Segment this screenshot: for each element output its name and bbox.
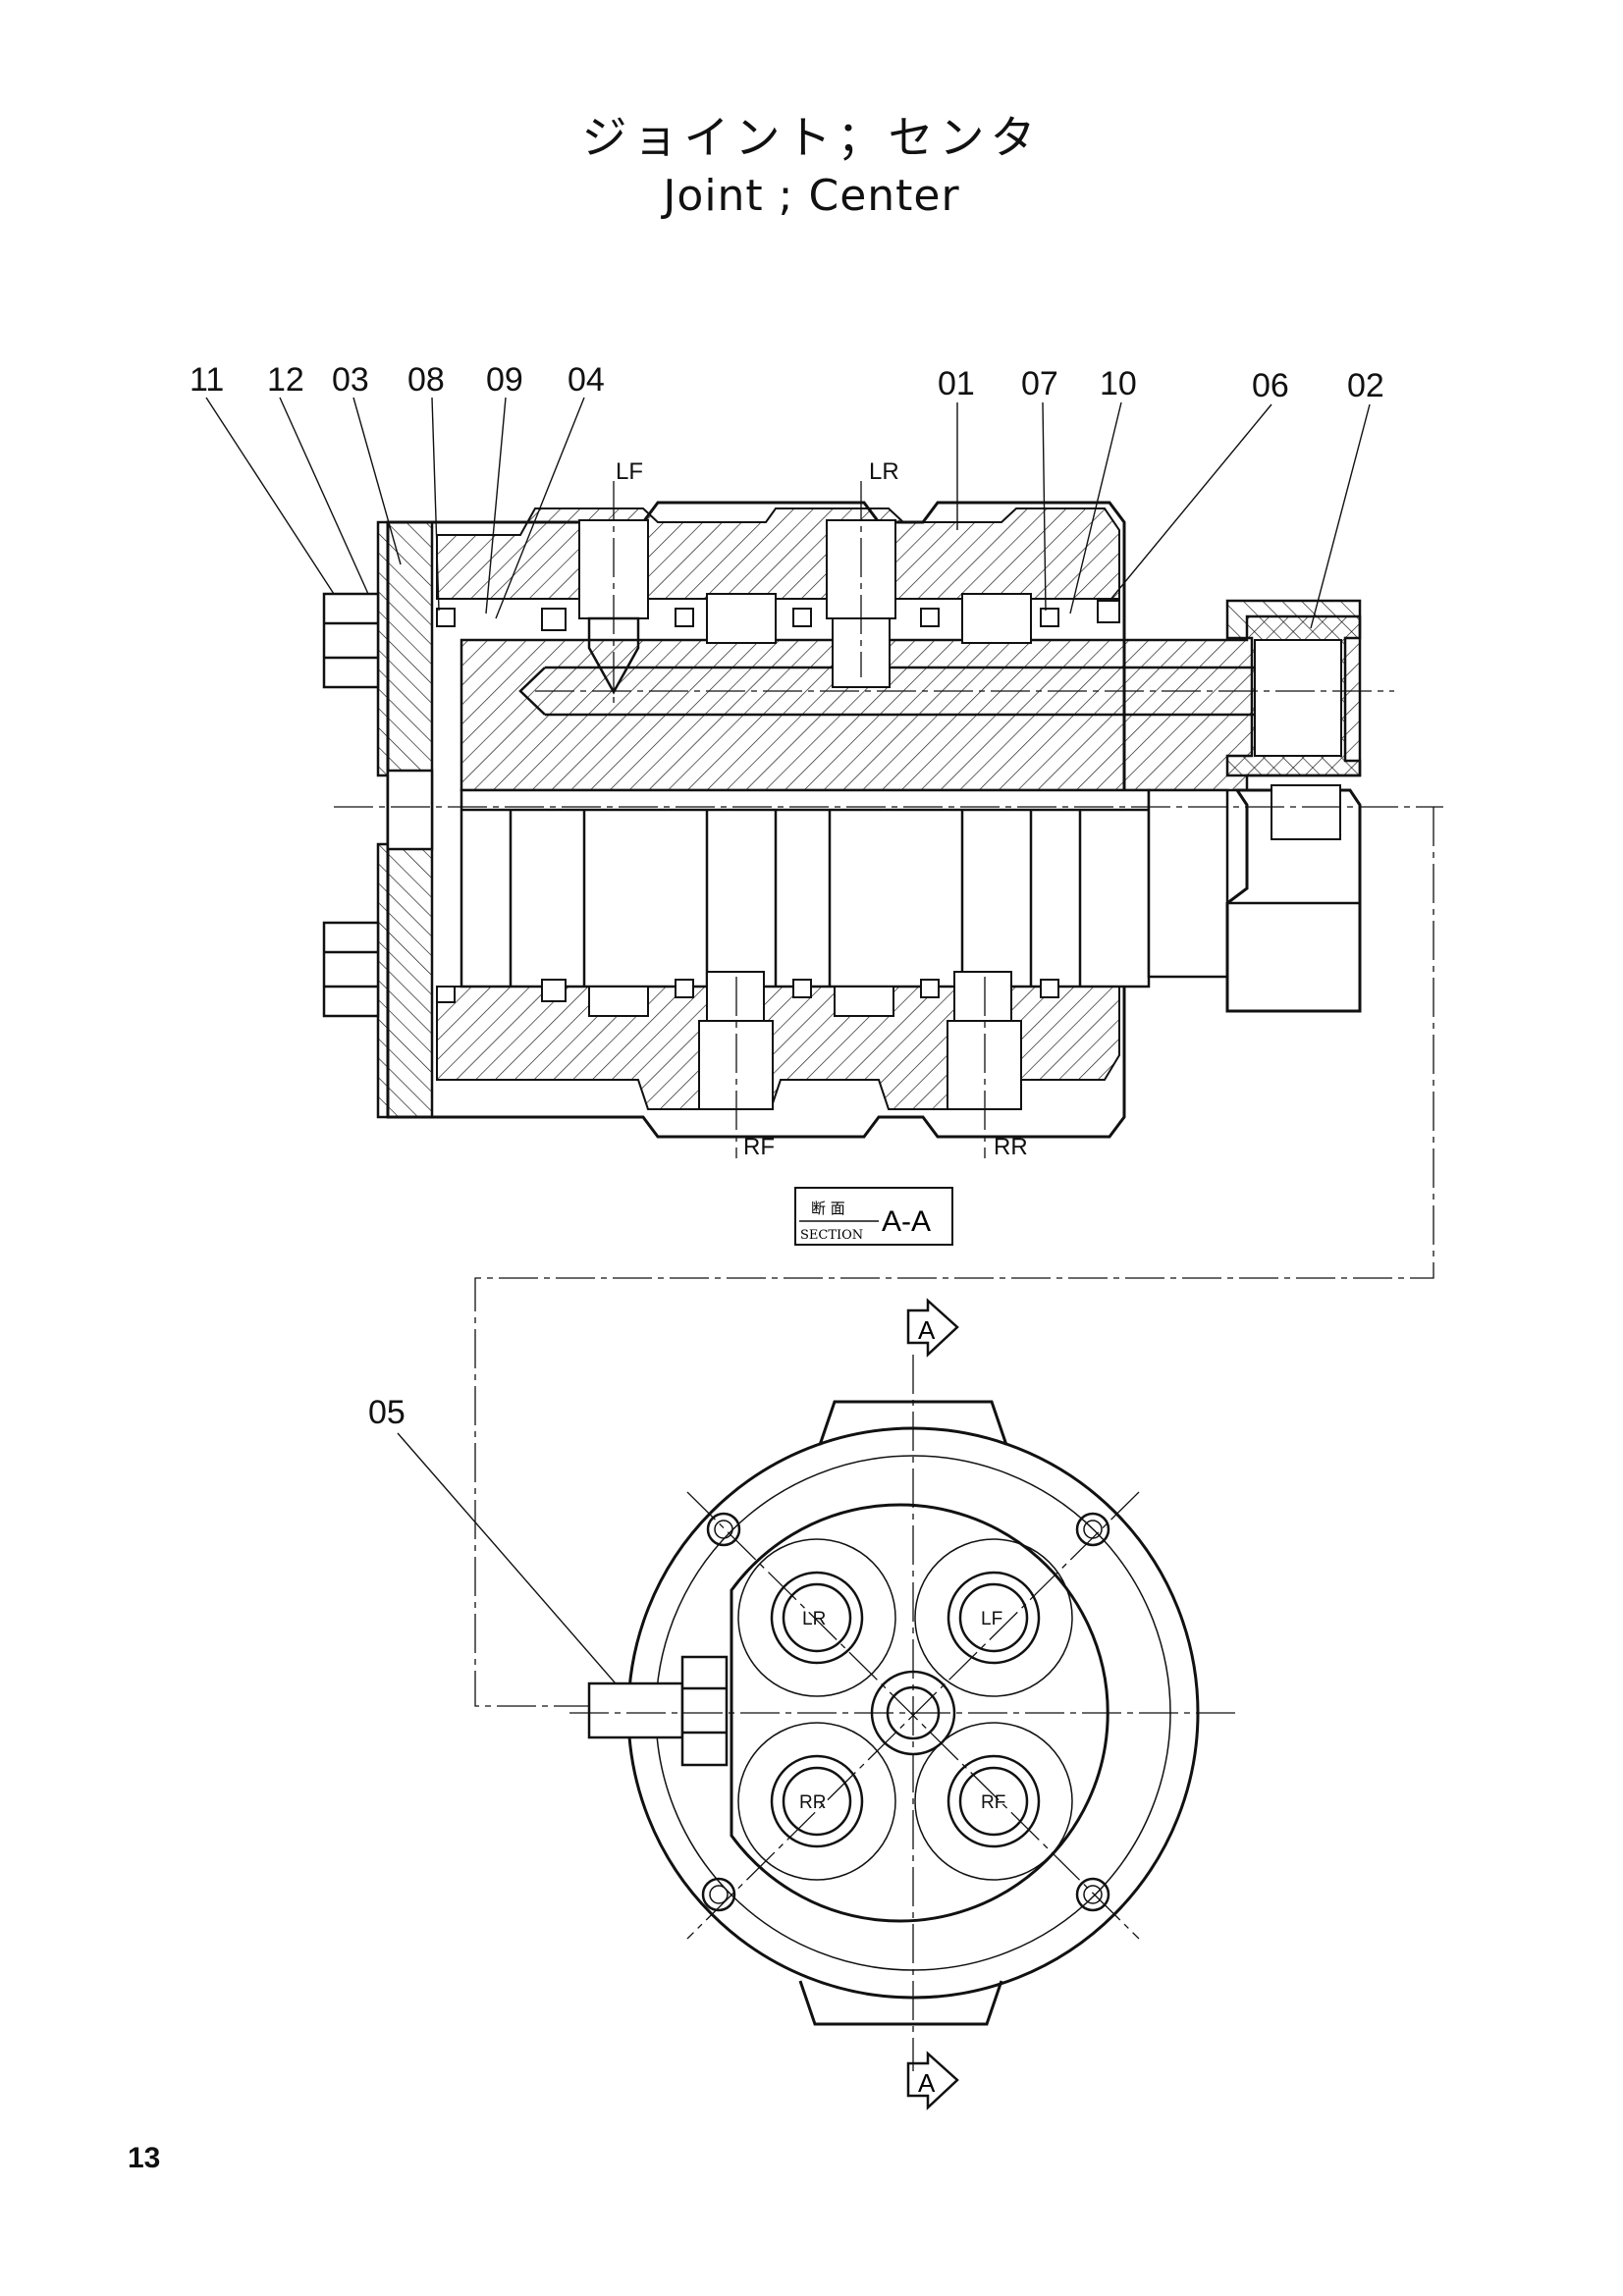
end-view-port-lr: LR xyxy=(802,1609,826,1629)
right-block-plug xyxy=(1271,784,1341,840)
section-box: 断 面 SECTION A-A xyxy=(794,1187,953,1246)
section-box-japanese: 断 面 xyxy=(811,1200,845,1217)
diag-centerline-2 xyxy=(686,1491,1140,1940)
port-fitting-lf xyxy=(947,1571,1041,1665)
part-label-01: 01 xyxy=(938,365,975,402)
fitting-02-bore xyxy=(1254,639,1342,757)
part-label-04: 04 xyxy=(568,361,605,399)
rf-drill-stem xyxy=(706,971,765,1022)
port-fitting-rf xyxy=(947,1754,1041,1848)
end-cover-plug xyxy=(386,769,434,851)
section-box-english: SECTION xyxy=(800,1228,863,1243)
title-block: ジョイント；センタ Joint ; Center xyxy=(0,108,1623,226)
spindle-upper xyxy=(460,614,1362,792)
part-label-10: 10 xyxy=(1100,365,1137,402)
boss-lr xyxy=(737,1538,896,1697)
boss-lf xyxy=(914,1538,1073,1697)
part-label-07: 07 xyxy=(1021,365,1058,402)
part-label-12: 12 xyxy=(267,361,304,399)
port-label-rr: RR xyxy=(994,1134,1028,1160)
port-label-lr: LR xyxy=(869,458,899,485)
leader-lines xyxy=(205,397,1371,1699)
boss-rr xyxy=(737,1722,896,1881)
section-view xyxy=(322,481,1443,1158)
section-marker-bottom-letter: A xyxy=(918,2068,936,2098)
port-fitting-rr xyxy=(770,1754,864,1848)
side-fitting xyxy=(587,1655,729,1767)
end-view-port-rf: RF xyxy=(981,1792,1005,1813)
mounting-holes xyxy=(701,1512,1110,1912)
end-view xyxy=(569,1355,1237,2071)
bolt-upper xyxy=(322,592,380,689)
bore-tip xyxy=(518,667,546,716)
section-marker-top: A xyxy=(906,1298,959,1358)
boss-rf xyxy=(914,1722,1073,1881)
section-marker-top-letter: A xyxy=(918,1315,936,1345)
section-marker-bottom: A xyxy=(906,2051,959,2110)
part-label-06: 06 xyxy=(1252,367,1289,404)
lf-drill-cone xyxy=(587,616,640,695)
port-label-lf: LF xyxy=(616,458,643,485)
lower-seals xyxy=(436,979,1059,1017)
right-block xyxy=(1225,788,1362,1013)
section-cut-line xyxy=(474,807,1434,1707)
rr-drill-stem xyxy=(953,971,1012,1022)
part-label-02: 02 xyxy=(1347,367,1384,404)
housing-outline xyxy=(386,501,1126,1139)
end-view-port-rr: RR xyxy=(799,1792,826,1813)
bolt-lower xyxy=(322,921,380,1018)
part-label-11: 11 xyxy=(189,361,224,399)
housing-upper-wall xyxy=(436,507,1120,600)
title-english: Joint ; Center xyxy=(663,171,960,221)
end-view-port-lf: LF xyxy=(981,1609,1002,1629)
part-label-03: 03 xyxy=(332,361,369,399)
part-label-05: 05 xyxy=(368,1394,406,1431)
section-box-name: A-A xyxy=(882,1205,931,1238)
bottom-lug xyxy=(798,1980,1003,2026)
port-label-rf: RF xyxy=(743,1134,775,1160)
lower-shaft xyxy=(460,788,1229,988)
upper-grooves xyxy=(436,593,1120,644)
page-number: 13 xyxy=(128,2142,161,2174)
inner-plate xyxy=(730,1503,1109,1923)
part-label-08: 08 xyxy=(407,361,445,399)
title-japanese: ジョイント；センタ xyxy=(581,111,1042,164)
port-fitting-lr xyxy=(770,1571,864,1665)
part-label-09: 09 xyxy=(486,361,523,399)
